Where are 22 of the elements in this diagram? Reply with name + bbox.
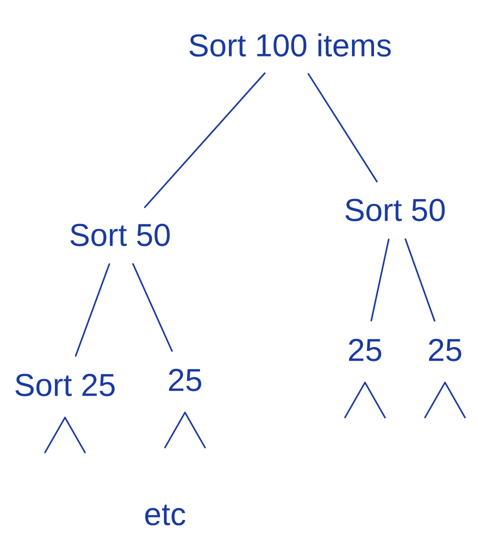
branch-line (444, 382, 466, 418)
branch-line (44, 416, 66, 454)
note-text: etc (145, 504, 186, 526)
tree-node-text: Sort 100 items (189, 33, 391, 57)
branch-line (308, 73, 378, 182)
tree-node-text: Sort 50 (345, 198, 445, 222)
tree-node-text: 25 (169, 368, 202, 392)
branch-line (370, 238, 390, 322)
branch-line (344, 382, 366, 418)
branch-line (364, 382, 386, 418)
branch-line (184, 412, 206, 448)
tree-node-text: Sort 50 (70, 224, 170, 246)
branch-line (404, 238, 436, 322)
tree-node-text: 25 (349, 338, 382, 362)
branch-line (164, 412, 186, 448)
branch-line (132, 263, 173, 352)
branch-line (144, 72, 266, 208)
tree-node-text: Sort 25 (15, 374, 115, 396)
branch-line (64, 416, 86, 454)
branch-line (74, 263, 110, 357)
tree-node-text: 25 (429, 338, 462, 362)
branch-line (424, 382, 446, 418)
